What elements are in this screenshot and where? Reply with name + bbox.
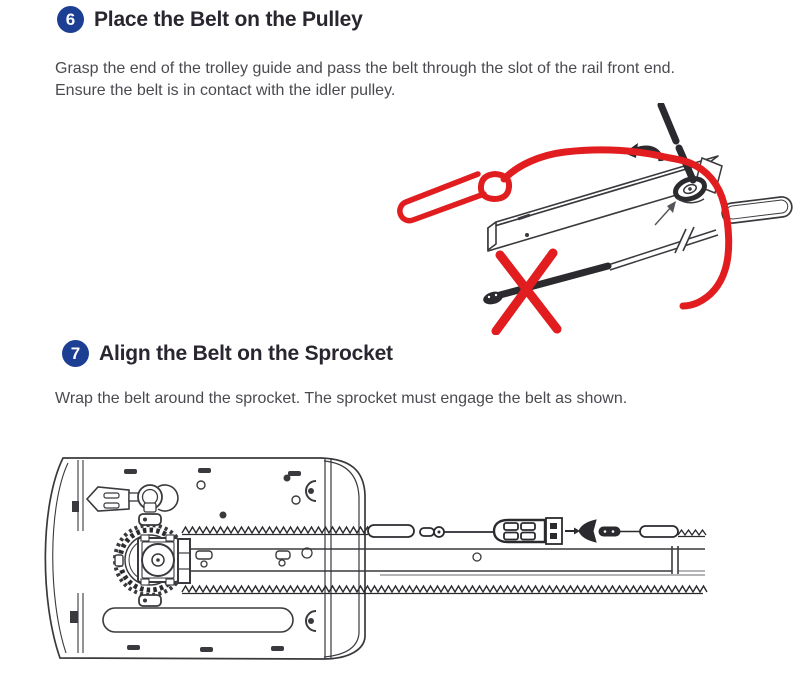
direction-arrow-head	[574, 527, 580, 535]
sprocket-motor-figure	[44, 457, 708, 660]
rail-end-face	[487, 221, 497, 251]
belt-guard-bottom	[138, 594, 162, 607]
rail-rivet	[525, 233, 529, 237]
front-end-bracket	[721, 196, 793, 224]
rail-hole	[278, 559, 286, 567]
rail-slot	[517, 213, 531, 221]
sprocket	[113, 513, 191, 607]
rail-details	[517, 213, 531, 237]
housing-left-seam	[52, 462, 69, 654]
belt-on-floor	[483, 225, 719, 305]
cone-connector	[578, 519, 597, 543]
rail-hole	[472, 552, 482, 562]
pulley-pointer-arrow-icon	[654, 201, 676, 226]
trolley-plate	[545, 517, 563, 545]
belt-top-run-right	[677, 528, 707, 538]
rail-slot	[275, 550, 291, 560]
step-7-number-badge: 7	[62, 340, 89, 367]
red-belt-path	[500, 146, 733, 310]
housing-screw-holes	[196, 474, 301, 519]
belt-clamp-bar	[367, 524, 415, 538]
rail	[190, 546, 705, 576]
trolley-assembly	[367, 517, 679, 545]
step-7-line-1: Wrap the belt around the sprocket. The s…	[55, 390, 628, 407]
pulley-rail-illustration	[380, 103, 800, 335]
rail-slot	[195, 550, 213, 560]
rail	[487, 155, 719, 252]
step-6-title: Place the Belt on the Pulley	[94, 7, 363, 31]
clevis-ring-rear	[157, 484, 179, 512]
belt-top-run	[181, 525, 372, 536]
sprocket-left-nub	[114, 554, 124, 567]
rail-boss	[301, 547, 313, 559]
housing-tab	[70, 611, 78, 623]
step-6-line-2: Ensure the belt is in contact with the i…	[55, 82, 396, 99]
sprocket-cover-plate	[137, 534, 191, 586]
sprocket-motor-illustration	[28, 443, 718, 678]
master-link	[419, 527, 435, 537]
trolley-guide-belt-end	[496, 262, 612, 299]
rail-clamp-bracket	[177, 538, 191, 584]
belt-break-mark	[674, 228, 687, 254]
housing-tab	[72, 501, 79, 512]
rail-hole	[200, 560, 208, 568]
step-7-instructions: Wrap the belt around the sprocket. The s…	[55, 388, 785, 410]
belt-guard-top	[138, 513, 162, 526]
pulley-bracket	[675, 197, 705, 204]
step-6-instructions: Grasp the end of the trolley guide and p…	[55, 58, 785, 102]
belt-end-bar	[639, 525, 679, 538]
housing-right-seam	[323, 460, 360, 658]
red-belt-annotation	[397, 146, 733, 335]
trolley-guide-cap	[483, 291, 503, 305]
turnbuckle-barrel	[492, 518, 547, 544]
step-6-header: 6 Place the Belt on the Pulley	[57, 6, 363, 33]
red-belt-loop	[477, 171, 513, 202]
housing-bottom-slot	[102, 607, 294, 633]
step-6-line-1: Grasp the end of the trolley guide and p…	[55, 60, 675, 77]
link-connector	[598, 526, 621, 537]
step-7-title: Align the Belt on the Sprocket	[99, 341, 393, 365]
step-7-header: 7 Align the Belt on the Sprocket	[62, 340, 393, 367]
pulley-rail-figure	[397, 103, 793, 335]
red-trolley-guide-sketch	[397, 171, 487, 224]
anchor-bracket	[85, 484, 179, 513]
housing-c-brackets	[305, 480, 317, 632]
belt-break-mark	[682, 226, 695, 252]
belt-bottom-run	[181, 584, 708, 595]
belt-break-gap	[674, 225, 693, 259]
red-x-mark	[491, 248, 562, 335]
rail-front-face	[487, 161, 711, 252]
housing-vents	[124, 468, 301, 652]
idler-pulley	[673, 176, 707, 202]
step-6-number-badge: 6	[57, 6, 84, 33]
